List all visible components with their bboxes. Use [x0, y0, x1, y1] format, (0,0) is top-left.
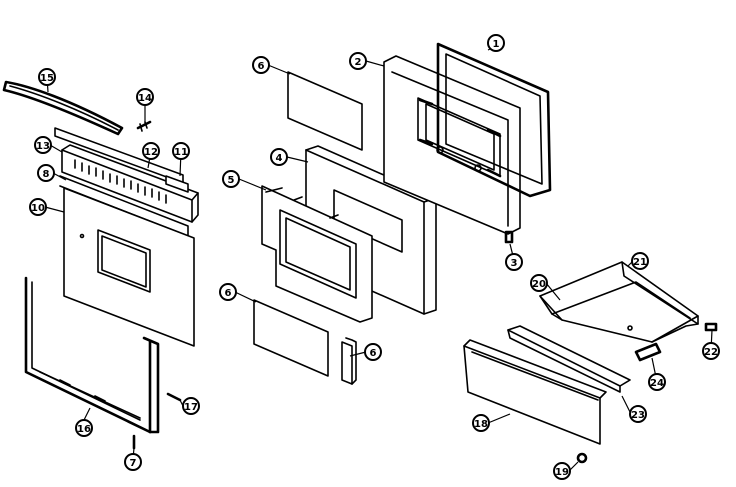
callout-14: 14: [136, 88, 154, 106]
part-11-bracket: [165, 175, 189, 193]
callout-8-label: 8: [43, 169, 50, 180]
callout-20: 20: [530, 274, 548, 292]
callout-1: 1: [487, 34, 505, 52]
control-panel-slots: [74, 159, 167, 204]
callout-23: 23: [629, 405, 647, 423]
callout-24-label: 24: [650, 378, 664, 389]
callout-7: 7: [124, 453, 142, 471]
callout-22-label: 22: [704, 347, 718, 358]
part-5-door-liner: [261, 185, 373, 323]
callout-6-bottom-label: 6: [225, 288, 232, 299]
callout-20-label: 20: [532, 279, 546, 290]
callout-21-label: 21: [633, 257, 647, 268]
part-6-glass-panel-top: [287, 71, 363, 151]
callout-5: 5: [222, 170, 240, 188]
callout-17-label: 17: [184, 402, 198, 413]
callout-3-label: 3: [511, 258, 518, 269]
callout-7-label: 7: [130, 458, 137, 469]
part-24-rail: [634, 342, 662, 362]
part-3-clip: [504, 230, 514, 244]
callout-6-top: 6: [252, 56, 270, 74]
callout-2: 2: [349, 52, 367, 70]
callout-22: 22: [702, 342, 720, 360]
callout-4-label: 4: [276, 153, 283, 164]
part-10-outer-door-panel: [63, 187, 195, 347]
callout-19-label: 19: [555, 467, 569, 478]
callout-1-label: 1: [493, 39, 500, 50]
part-1-gasket: [436, 42, 552, 198]
callout-3: 3: [505, 253, 523, 271]
callout-11-label: 11: [174, 147, 188, 158]
callout-11: 11: [172, 142, 190, 160]
callout-12-label: 12: [144, 147, 158, 158]
part-23-trim-strip: [507, 325, 631, 393]
part-6-glass-panel-bottom: [253, 299, 329, 377]
callout-6-right-label: 6: [370, 348, 377, 359]
callout-5-label: 5: [228, 175, 235, 186]
callout-10: 10: [29, 198, 47, 216]
callout-6-right: 6: [364, 343, 382, 361]
part-22-clip: [704, 322, 718, 332]
part-9-bracket: [341, 337, 357, 385]
callout-14-label: 14: [138, 93, 152, 104]
callout-15-label: 15: [40, 73, 54, 84]
callout-13-label: 13: [36, 141, 50, 152]
part-17-screw: [166, 392, 182, 402]
callout-17: 17: [182, 397, 200, 415]
part-15-trim: [2, 80, 124, 136]
part-14-screw: [136, 120, 152, 132]
callout-8: 8: [37, 164, 55, 182]
callout-16-label: 16: [77, 424, 91, 435]
callout-21: 21: [631, 252, 649, 270]
part-21-drawer-tray: [539, 261, 699, 343]
part-16-door-frame: [24, 276, 160, 434]
callout-10-label: 10: [31, 203, 45, 214]
callout-6-bottom: 6: [219, 283, 237, 301]
callout-12: 12: [142, 142, 160, 160]
callout-4: 4: [270, 148, 288, 166]
callout-15: 15: [38, 68, 56, 86]
part-18-drawer-front: [463, 339, 607, 445]
callout-6-top-label: 6: [258, 61, 265, 72]
part-19-screw: [576, 452, 588, 464]
callout-23-label: 23: [631, 410, 645, 421]
callout-2-label: 2: [355, 57, 362, 68]
part-2-door-frame: [383, 55, 521, 235]
callout-13: 13: [34, 136, 52, 154]
callout-24: 24: [648, 373, 666, 391]
callout-18: 18: [472, 414, 490, 432]
callout-16: 16: [75, 419, 93, 437]
callout-19: 19: [553, 462, 571, 480]
callout-18-label: 18: [474, 419, 488, 430]
